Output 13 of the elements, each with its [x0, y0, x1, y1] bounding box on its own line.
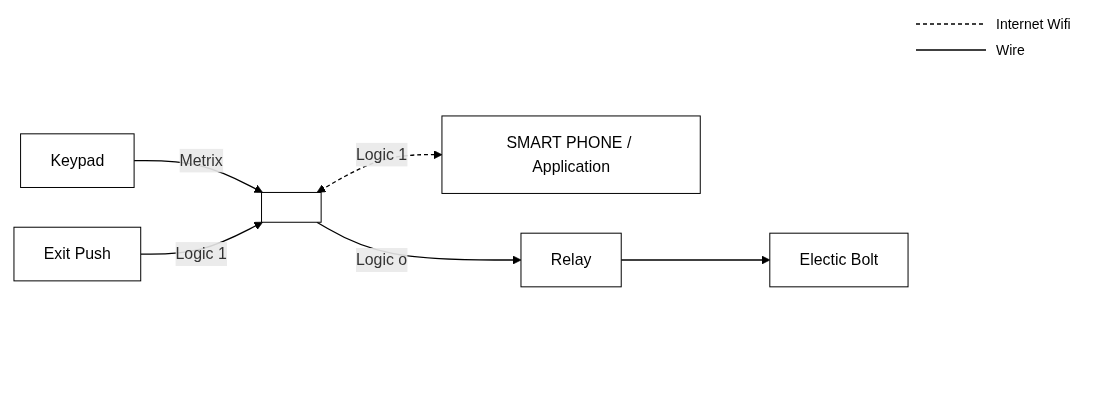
node-box: Electic Bolt [769, 232, 909, 288]
node-box: Relay [520, 232, 622, 288]
edge-label: Metrix [179, 151, 223, 169]
node-box [261, 192, 322, 223]
edge-label: Logic 1 [355, 145, 408, 163]
node-box: Exit Push [13, 226, 142, 282]
legend-label: Wire [996, 42, 1025, 58]
node-box: SMART PHONE / Application [441, 115, 701, 195]
legend-label: Internet Wifi [996, 16, 1071, 32]
node-box: Keypad [20, 133, 135, 189]
arrow [620, 255, 771, 265]
edge-label: Logic o [355, 251, 408, 269]
edge-label: Logic 1 [175, 245, 227, 263]
